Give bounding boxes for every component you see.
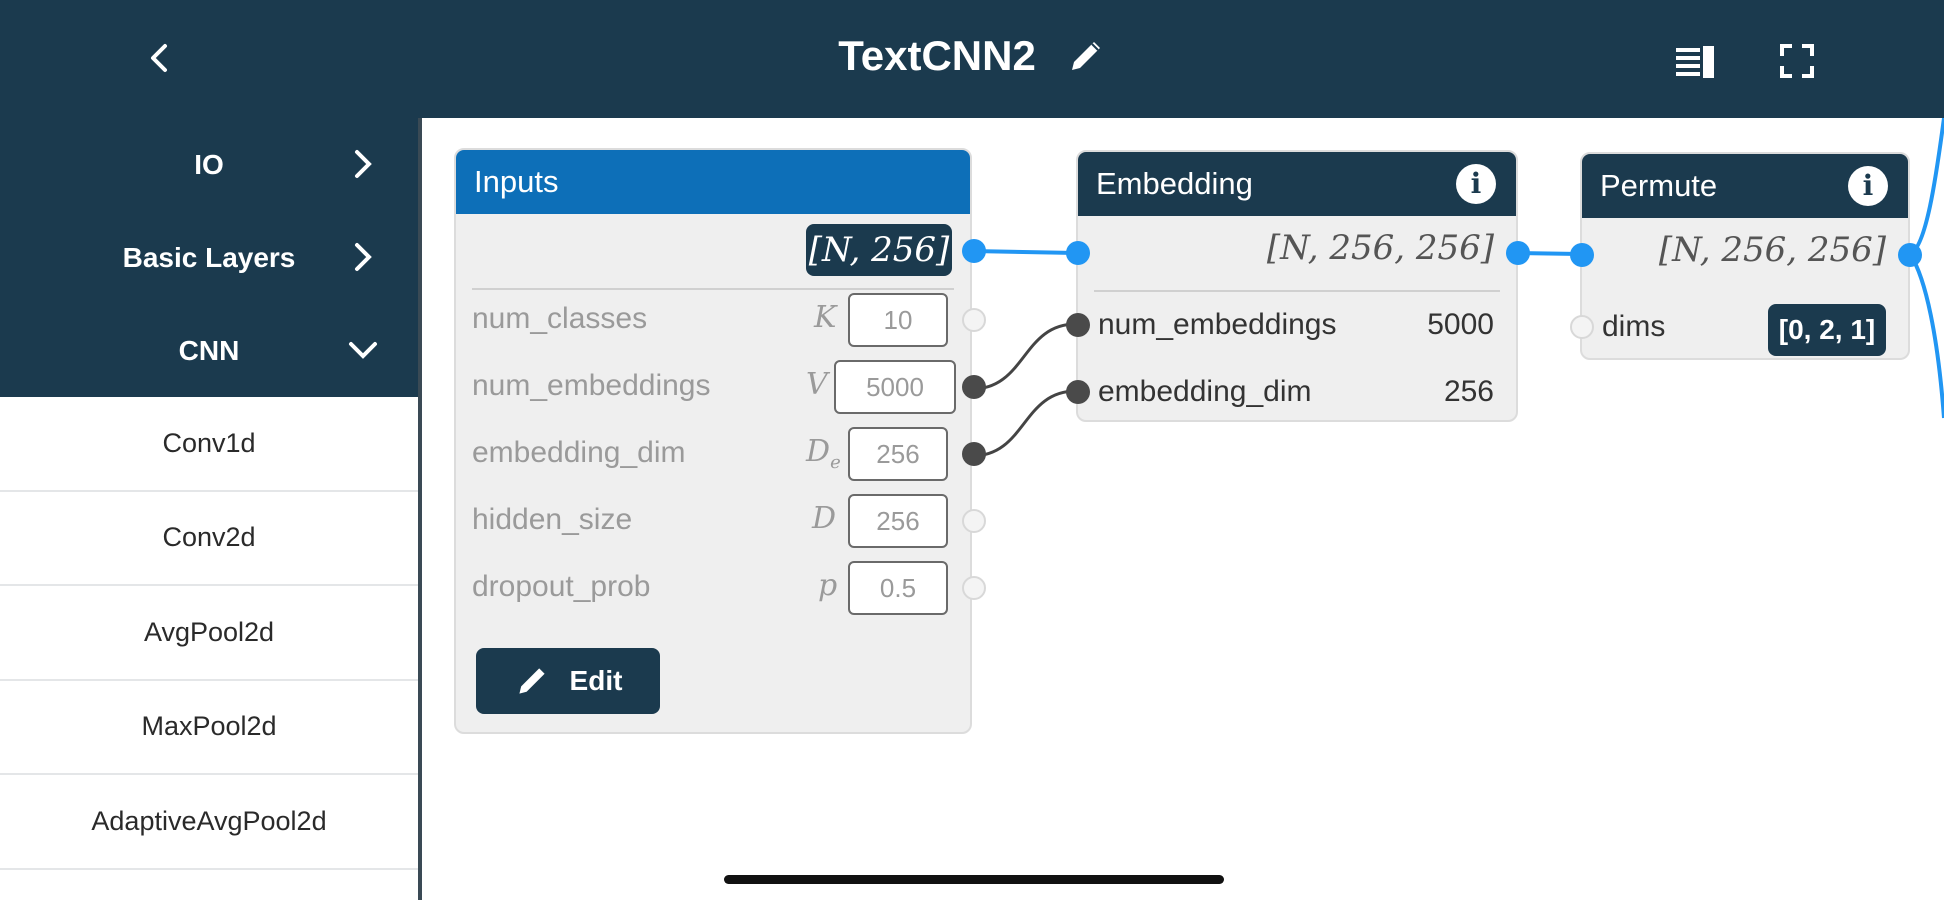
param-port[interactable] (1066, 313, 1090, 337)
node-inputs[interactable]: Inputs [N, 256] num_classes K 10 num_emb… (454, 148, 986, 734)
dims-value-chip[interactable]: [0, 2, 1] (1768, 304, 1886, 356)
param-port[interactable] (962, 308, 986, 332)
param-symbol: K (814, 300, 837, 335)
sidebar-item-label: AvgPool2d (143, 616, 275, 647)
param-label: hidden_size (472, 503, 633, 536)
node-header[interactable]: Inputs (456, 150, 970, 214)
title-container: TextCNN2 (0, 32, 1944, 80)
param-symbol: p (818, 568, 838, 603)
layer-palette-sidebar: IO Basic Layers CNN Conv1d Conv2d AvgPoo… (0, 118, 422, 900)
page-title: TextCNN2 (838, 32, 1036, 79)
node-title: Inputs (474, 164, 559, 199)
home-indicator (724, 875, 1224, 884)
param-symbol-sub: e (830, 452, 841, 473)
param-label: dropout_prob (472, 570, 651, 603)
info-icon[interactable]: i (1848, 166, 1888, 206)
divider (1094, 290, 1500, 292)
param-value: 256 (1443, 375, 1494, 408)
param-label: num_embeddings (1098, 308, 1337, 341)
node-title: Permute (1600, 168, 1718, 203)
sidebar-item-maxpool2d[interactable]: MaxPool2d (0, 681, 418, 775)
input-port[interactable] (1570, 243, 1594, 267)
param-label: embedding_dim (1098, 375, 1312, 408)
pencil-icon (518, 668, 545, 694)
panel-toggle-icon (1676, 46, 1714, 78)
edge-permute-out (1908, 118, 1944, 256)
node-header[interactable]: Embedding i (1078, 152, 1516, 216)
back-button[interactable] (138, 36, 182, 80)
param-symbol-main: D (806, 434, 831, 469)
param-port[interactable] (962, 576, 986, 600)
edge-permute-out-down (1908, 252, 1944, 419)
fullscreen-button[interactable] (1772, 36, 1822, 86)
input-port[interactable] (1066, 241, 1090, 265)
param-symbol: V (806, 367, 828, 402)
sidebar-item-label: AdaptiveAvgPool2d (91, 805, 327, 836)
node-title: Embedding (1096, 166, 1253, 201)
info-icon[interactable]: i (1456, 164, 1496, 204)
output-port[interactable] (1898, 243, 1922, 267)
category-label: Basic Layers (122, 241, 296, 273)
sidebar-item-conv2d[interactable]: Conv2d (0, 492, 418, 586)
param-input-dropout-prob[interactable]: 0.5 (848, 561, 948, 615)
chevron-down-icon (349, 342, 377, 359)
edit-label: Edit (569, 665, 623, 696)
category-label: IO (194, 148, 224, 180)
param-input-num-classes[interactable]: 10 (848, 293, 948, 347)
param-port[interactable] (962, 509, 986, 533)
graph-canvas[interactable]: Inputs [N, 256] num_classes K 10 num_emb… (426, 118, 1944, 900)
node-permute[interactable]: Permute i [N, 256, 256] dims [0, 2, 1] (1570, 152, 1922, 360)
param-input-embedding-dim[interactable]: 256 (848, 427, 948, 481)
param-label: dims (1602, 310, 1666, 343)
param-port[interactable] (962, 442, 986, 466)
param-label: embedding_dim (472, 436, 686, 469)
output-shape: [N, 256, 256] (1658, 230, 1886, 270)
param-symbol: D (812, 501, 837, 536)
edge-num-embeddings (971, 322, 1077, 391)
sidebar-item-adaptiveavgpool2d[interactable]: AdaptiveAvgPool2d (0, 775, 418, 870)
node-embedding[interactable]: Embedding i [N, 256, 256] num_embeddings… (1066, 150, 1530, 422)
param-input-hidden-size[interactable]: 256 (848, 494, 948, 548)
edit-inputs-button[interactable]: Edit (476, 648, 660, 714)
param-value: 5000 (1427, 308, 1494, 341)
edge-embedding-dim (971, 389, 1077, 458)
output-shape-chip: [N, 256] (806, 224, 952, 276)
category-basic-layers[interactable]: Basic Layers (0, 211, 418, 304)
param-port[interactable] (1066, 380, 1090, 404)
sidebar-item-avgpool2d[interactable]: AvgPool2d (0, 586, 418, 681)
param-label: num_embeddings (472, 369, 711, 402)
node-header[interactable]: Permute i (1582, 154, 1908, 218)
param-input-num-embeddings[interactable]: 5000 (834, 360, 956, 414)
edge-inputs-embedding (971, 249, 1077, 255)
param-label: num_classes (472, 302, 648, 335)
sidebar-item-conv1d[interactable]: Conv1d (0, 397, 418, 492)
pencil-icon[interactable] (1066, 36, 1106, 76)
sidebar-item-label: Conv1d (162, 427, 256, 458)
chevron-left-icon (151, 44, 167, 72)
param-port[interactable] (962, 375, 986, 399)
output-port[interactable] (1506, 241, 1530, 265)
sidebar-item-label: MaxPool2d (141, 711, 277, 742)
chevron-right-icon (355, 243, 372, 271)
output-shape: [N, 256, 256] (1266, 228, 1494, 268)
fullscreen-icon (1780, 44, 1814, 78)
chevron-right-icon (355, 150, 372, 178)
output-port[interactable] (962, 239, 986, 263)
category-label: CNN (178, 334, 240, 366)
category-io[interactable]: IO (0, 118, 418, 211)
top-app-bar: TextCNN2 (0, 0, 1944, 118)
divider (472, 288, 954, 290)
param-symbol: De (806, 434, 841, 473)
param-port[interactable] (1570, 315, 1594, 339)
sidebar-item-label: Conv2d (162, 522, 256, 553)
panel-toggle-button[interactable] (1670, 36, 1720, 86)
category-cnn[interactable]: CNN (0, 304, 418, 397)
